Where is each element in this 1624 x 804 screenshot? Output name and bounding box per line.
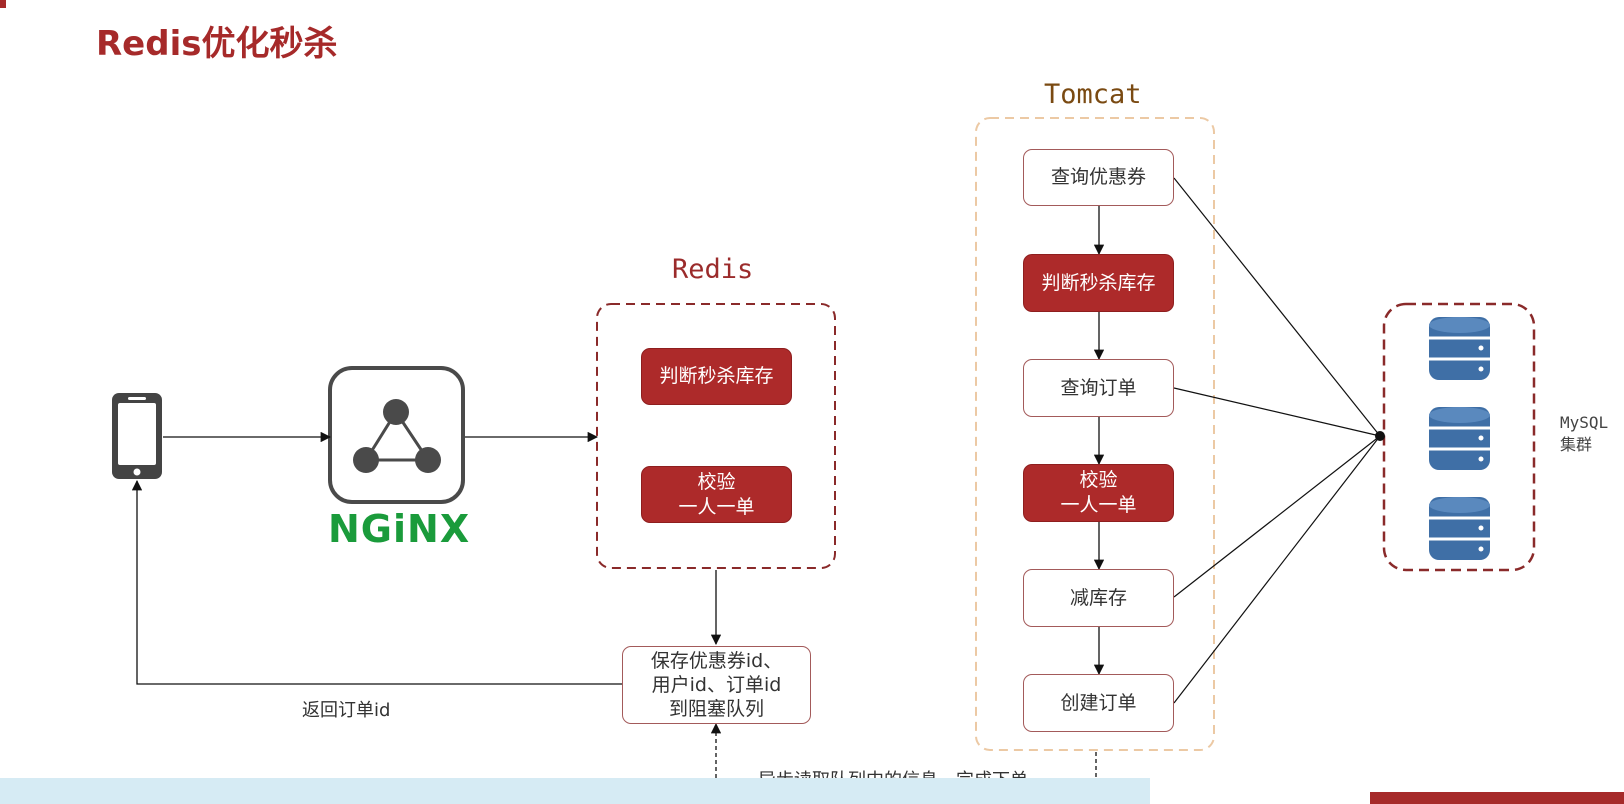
database-icon bbox=[1429, 317, 1490, 380]
database-icon bbox=[1429, 497, 1490, 560]
mysql-junction bbox=[1375, 431, 1385, 441]
link-create-mysql bbox=[1173, 435, 1381, 704]
corner-accent bbox=[0, 0, 6, 8]
redis-label: Redis bbox=[672, 254, 754, 285]
footer-decoration bbox=[0, 778, 1150, 804]
link-stock-mysql bbox=[1173, 435, 1381, 598]
phone-icon bbox=[112, 393, 162, 479]
tomcat-step-create-order: 创建订单 bbox=[1023, 674, 1174, 732]
tomcat-step-check-stock: 判断秒杀库存 bbox=[1023, 254, 1174, 312]
link-coupon-mysql bbox=[1173, 177, 1381, 437]
tomcat-step-one-per-user: 校验 一人一单 bbox=[1023, 464, 1174, 522]
database-icon bbox=[1429, 407, 1490, 470]
redis-step-one-per-user: 校验 一人一单 bbox=[641, 466, 792, 523]
nginx-logo-text: NGiNX bbox=[328, 507, 471, 551]
nginx-icon bbox=[328, 366, 465, 504]
tomcat-label: Tomcat bbox=[1044, 79, 1142, 110]
footer-accent-bar bbox=[1370, 792, 1624, 804]
return-order-id-label: 返回订单id bbox=[302, 700, 391, 721]
link-order-mysql bbox=[1173, 387, 1381, 437]
redis-container bbox=[596, 303, 836, 569]
redis-step-check-stock: 判断秒杀库存 bbox=[641, 348, 792, 405]
tomcat-step-reduce-stock: 减库存 bbox=[1023, 569, 1174, 627]
tomcat-container bbox=[975, 117, 1215, 751]
blocking-queue-box: 保存优惠券id、 用户id、订单id 到阻塞队列 bbox=[622, 646, 811, 724]
tomcat-step-query-coupon: 查询优惠券 bbox=[1023, 149, 1174, 206]
mysql-cluster-label: MySQL 集群 bbox=[1560, 413, 1609, 454]
page-title: Redis优化秒杀 bbox=[96, 24, 338, 64]
arrow-return-phone bbox=[131, 479, 622, 685]
tomcat-step-query-order: 查询订单 bbox=[1023, 359, 1174, 417]
